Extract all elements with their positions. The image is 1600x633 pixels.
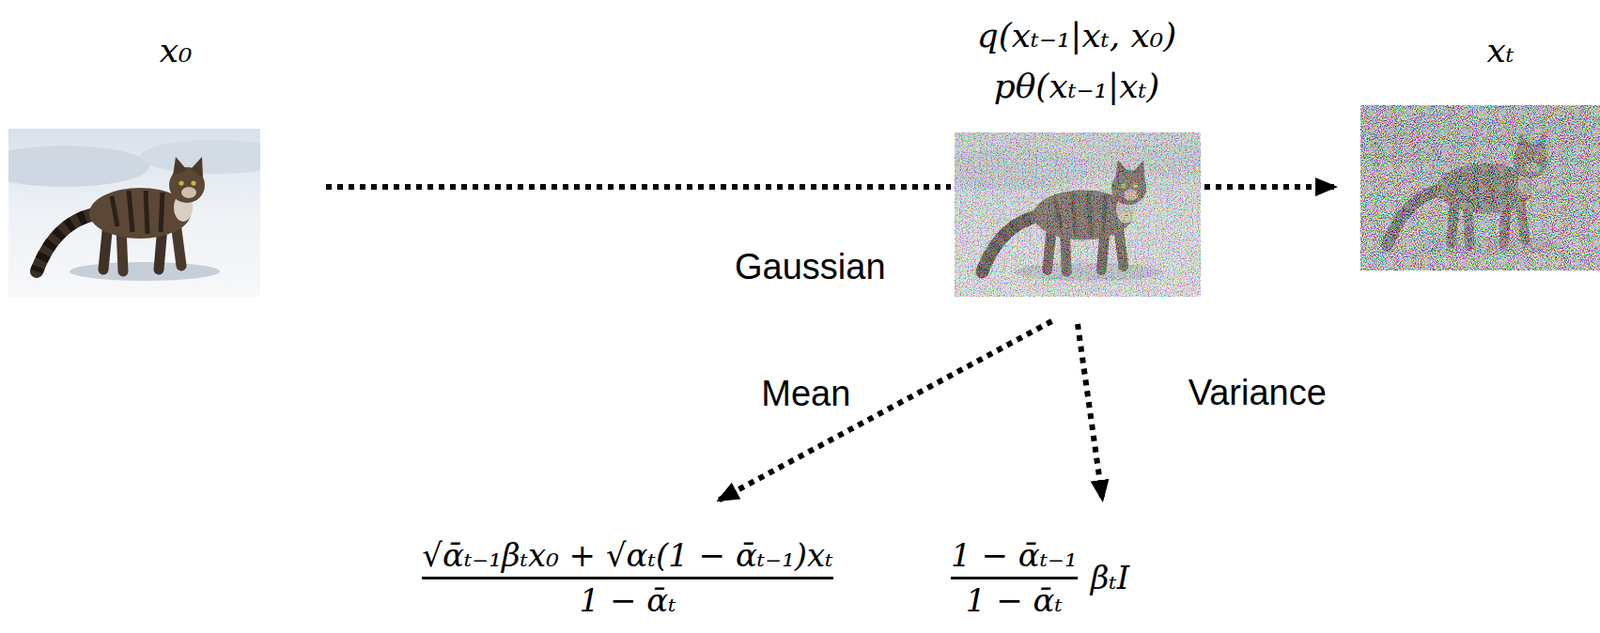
image-node: xₜ <box>1360 105 1600 271</box>
image-node: x₀ <box>8 128 261 297</box>
fraction-bar <box>421 576 833 580</box>
numerator: 1 − ᾱₜ₋₁ <box>950 536 1078 575</box>
dotted-arrow <box>326 184 951 190</box>
dotted-arrow <box>717 321 1052 501</box>
edge-label: Variance <box>1188 372 1327 416</box>
image-heading: x₀ <box>159 30 193 71</box>
numerator: √ᾱₜ₋₁βₜx₀ + √αₜ(1 − ᾱₜ₋₁)xₜ <box>421 536 833 575</box>
formula-row: 1 − ᾱₜ₋₁ 1 − ᾱₜ βₜI <box>950 536 1130 621</box>
formula-node: 1 − ᾱₜ₋₁ 1 − ᾱₜ βₜI <box>950 536 1130 621</box>
denominator: 1 − ᾱₜ <box>578 581 676 621</box>
dotted-arrow <box>1077 324 1103 501</box>
image-heading: xₜ <box>1486 30 1514 71</box>
dotted-arrow <box>1204 184 1336 190</box>
image-heading: pθ(xₜ₋₁|xₜ) <box>994 65 1161 107</box>
noisy-cat-photo <box>927 132 1231 297</box>
very-noisy-cat-photo <box>1333 105 1600 271</box>
image-heading: q(xₜ₋₁|xₜ, x₀) <box>977 15 1178 56</box>
factor: βₜI <box>1090 559 1130 598</box>
fraction: √ᾱₜ₋₁βₜx₀ + √αₜ(1 − ᾱₜ₋₁)xₜ 1 − ᾱₜ <box>421 536 833 621</box>
fraction-bar <box>950 576 1078 580</box>
edge-label: Mean <box>761 372 851 417</box>
image-node: q(xₜ₋₁|xₜ, x₀)pθ(xₜ₋₁|xₜ) <box>954 132 1201 297</box>
clean-cat-photo <box>0 128 291 297</box>
annotation-label: Gaussian <box>734 246 886 290</box>
denominator: 1 − ᾱₜ <box>965 581 1063 621</box>
formula-node: √ᾱₜ₋₁βₜx₀ + √αₜ(1 − ᾱₜ₋₁)xₜ 1 − ᾱₜ <box>421 536 833 621</box>
fraction: 1 − ᾱₜ₋₁ 1 − ᾱₜ <box>950 536 1078 621</box>
